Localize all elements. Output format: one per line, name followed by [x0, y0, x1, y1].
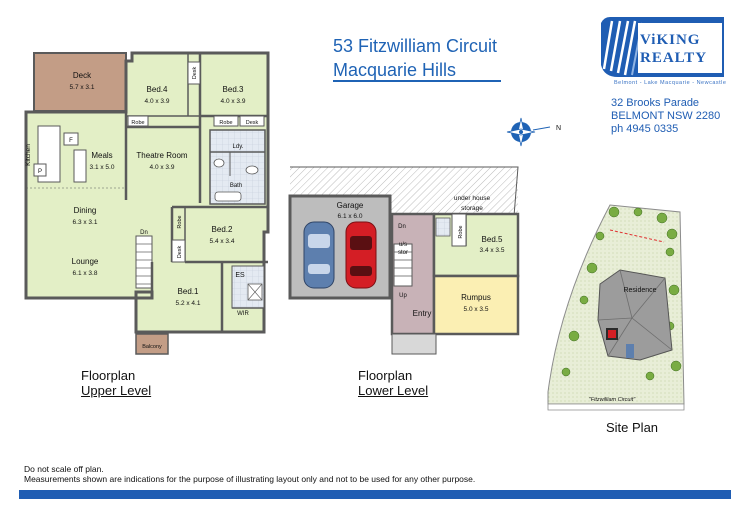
fridge-space [63, 132, 79, 146]
property-address-line1: 53 Fitzwilliam Circuit [333, 36, 498, 56]
room-bed4-name: Bed.4 [147, 85, 168, 94]
viking-realty-logo-icon [601, 17, 724, 77]
lower-caption-line1: Floorplan [358, 368, 413, 383]
label-desk-bed4: Desk [192, 66, 198, 79]
label-bath: Bath [230, 183, 242, 189]
room-bed3-dims: 4.0 x 3.9 [221, 98, 246, 105]
label-us-1: u/s [399, 242, 407, 248]
room-bed5-dims: 3.4 x 3.5 [480, 247, 505, 254]
label-balcony: Balcony [142, 344, 162, 350]
site-residence-label: Residence [623, 287, 656, 294]
entry-porch [391, 333, 437, 355]
compass-icon [506, 117, 551, 147]
property-suburb: Macquarie Hills [333, 60, 457, 80]
room-dining-name: Dining [74, 206, 97, 215]
room-bed5-name: Bed.5 [482, 235, 503, 244]
lower-caption-line2: Lower Level [358, 383, 429, 398]
blue-car-icon [303, 221, 335, 289]
red-car-icon [345, 221, 377, 289]
room-bed2-dims: 5.4 x 3.4 [210, 238, 235, 245]
site-plan-caption: Site Plan [606, 420, 659, 435]
room-deck-name: Deck [73, 71, 92, 80]
room-bed3-name: Bed.3 [223, 85, 244, 94]
upper-caption-line1: Floorplan [81, 368, 136, 383]
room-lounge-name: Lounge [72, 257, 99, 266]
upper-level-caption: Floorplan Upper Level [81, 368, 151, 398]
upper-caption-line2: Upper Level [81, 383, 152, 398]
label-robe-bed2: Robe [177, 215, 183, 228]
label-laundry: Ldy. [233, 144, 244, 150]
room-theatre-dims: 4.0 x 3.9 [150, 164, 175, 171]
room-theatre-name: Theatre Room [136, 151, 187, 160]
agency-street: 32 Brooks Parade [611, 97, 700, 109]
room-garage-dims: 6.1 x 6.0 [338, 213, 363, 220]
room-bed1-dims: 5.2 x 4.1 [176, 300, 201, 307]
lower-stairs [393, 243, 413, 287]
site-street-label: "Fitzwilliam Circuit" [589, 397, 636, 403]
title-underline [333, 80, 501, 82]
deck-area [33, 52, 127, 112]
label-us-2: stor [398, 250, 408, 256]
lower-level-caption: Floorplan Lower Level [358, 368, 428, 398]
label-robe-bed4: Robe [131, 120, 144, 126]
agency-suburb: BELMONT NSW 2280 [611, 110, 721, 122]
label-kitchen: Kitchen [25, 144, 32, 166]
pantry-box [33, 163, 47, 177]
agency-name-line2: REALTY [640, 50, 708, 66]
label-ensuite: ES [235, 272, 245, 279]
disclaimer-line2: Measurements shown are indications for t… [24, 474, 476, 484]
disclaimer: Do not scale off plan. Measurements show… [24, 464, 475, 484]
label-up: Up [399, 293, 407, 299]
label-entry: Entry [413, 309, 432, 318]
label-pantry: P [38, 169, 42, 175]
room-bed1-name: Bed.1 [178, 287, 199, 296]
room-meals-dims: 3.1 x 5.0 [90, 164, 115, 171]
rumpus-area [432, 274, 520, 336]
lower-level-plan [288, 166, 520, 355]
room-deck-dims: 5.7 x 3.1 [70, 84, 95, 91]
label-under-house-1: under house [454, 195, 491, 202]
label-upper-down: Dn [140, 230, 148, 236]
compass-north-label: N [556, 125, 561, 132]
room-meals-name: Meals [91, 151, 112, 160]
room-bed2-name: Bed.2 [212, 225, 233, 234]
agency-tagline: Belmont - Lake Macquarie - Newcastle [614, 80, 727, 86]
label-desk-bed2: Desk [177, 245, 183, 258]
agency-name-line1: ViKING [640, 32, 701, 48]
upper-level-plan [24, 51, 270, 355]
disclaimer-line1: Do not scale off plan. [24, 464, 104, 474]
label-desk-bed3: Desk [246, 120, 259, 126]
site-plan-drawing [547, 204, 685, 411]
footer-bar [19, 490, 731, 499]
room-lounge-dims: 6.1 x 3.8 [73, 270, 98, 277]
room-dining-dims: 6.3 x 3.1 [73, 219, 98, 226]
room-garage-name: Garage [337, 201, 364, 210]
label-lower-down: Dn [398, 224, 406, 230]
label-wir: WIR [237, 311, 249, 317]
label-fridge: F [69, 138, 73, 144]
room-rumpus-dims: 5.0 x 3.5 [464, 306, 489, 313]
balcony-area [135, 333, 169, 355]
kitchen-island [73, 149, 87, 183]
agency-phone: ph 4945 0335 [611, 123, 679, 135]
label-robe-bed3: Robe [219, 120, 232, 126]
label-robe-bed5: Robe [458, 225, 464, 238]
room-bed4-dims: 4.0 x 3.9 [145, 98, 170, 105]
room-rumpus-name: Rumpus [461, 293, 491, 302]
label-under-house-2: storage [461, 205, 483, 212]
